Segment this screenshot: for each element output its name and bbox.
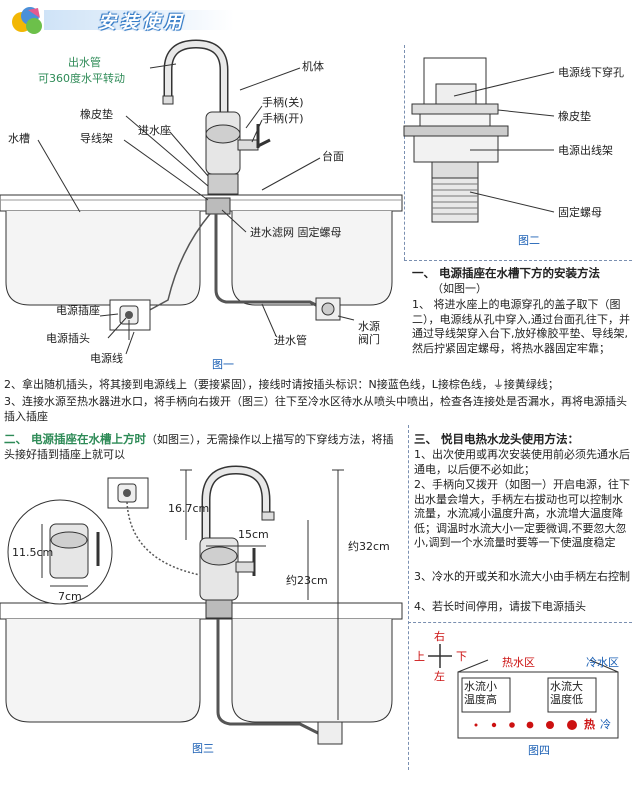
- fig3-dim-d4: 约23cm: [286, 574, 328, 587]
- label-valve: 水源阀门: [358, 320, 380, 346]
- fig3-caption: 图三: [192, 742, 214, 755]
- label-inlet-pipe: 进水管: [274, 334, 307, 347]
- fig4-cold-word: 冷: [600, 718, 611, 731]
- label-inlet-seat: 进水座: [138, 124, 171, 137]
- label-gasket: 橡皮垫: [80, 108, 113, 121]
- divider-fig2: [404, 45, 405, 260]
- section1-subtitle: （如图一）: [432, 282, 487, 295]
- label-handle-off: 手柄(关): [262, 96, 304, 109]
- fig2-label-hole: 电源线下穿孔: [558, 66, 624, 79]
- section2-text: 二、 电源插座在水槽上方时（如图三），无需操作以上描写的下穿线方法，将插头接好插…: [4, 432, 402, 462]
- section3-item-2: 2、手柄向又拨开（如图一）开启电源，往下出水量会增大，手柄左右拔动也可以控制水流…: [414, 478, 630, 549]
- fig4-dir-down: 左: [434, 670, 445, 683]
- label-wire-rack: 导线架: [80, 132, 113, 145]
- fig4-left-box: 水流小 温度高: [464, 680, 497, 706]
- fig4-hot-word: 热: [584, 718, 595, 731]
- step-2: 2、拿出随机插头，将其接到电源线上（要接紧固），接线时请按插头标识：N接蓝色线，…: [4, 378, 559, 391]
- header-band: [44, 10, 234, 30]
- divider-fig2-bottom: [404, 260, 632, 261]
- section3-item-4: 4、若长时间停用，请拔下电源插头: [414, 600, 586, 613]
- label-rotate: 可360度水平转动: [38, 72, 125, 85]
- fig4-dots: [472, 718, 592, 732]
- divider-section3: [408, 425, 409, 770]
- fig4-cold: 冷水区: [586, 656, 619, 669]
- divider-fig4-top: [408, 622, 632, 623]
- fig4-hot: 热水区: [502, 656, 535, 669]
- label-plug: 电源插头: [46, 332, 90, 345]
- label-socket: 电源插座: [56, 304, 100, 317]
- label-handle-on: 手柄(开): [262, 112, 304, 125]
- logo-icon: [12, 7, 42, 34]
- fig3-dim-d5: 11.5cm: [12, 546, 54, 559]
- section3-title: 三、 悦目电热水龙头使用方法：: [414, 432, 580, 446]
- label-filter-nut: 进水滤网 固定螺母: [250, 226, 342, 239]
- fig4-dir-left: 上: [414, 650, 425, 663]
- label-body: 机体: [302, 60, 324, 73]
- header-bar: 安装使用: [8, 4, 238, 34]
- label-cord: 电源线: [90, 352, 123, 365]
- label-sink: 水槽: [8, 132, 30, 145]
- section1-body: 1、 将进水座上的电源穿孔的盖子取下（图二），电源线从孔中穿入,通过台面孔往下，…: [412, 298, 630, 355]
- section2-title-rest: （如图三），无需操作以上描写的下穿线方法，将插头接好插到插座上就可以: [4, 433, 394, 461]
- step-3: 3、连接水源至热水器进水口，将手柄向右拨开（图三）往下至冷水区待水从喷头中喷出，…: [4, 395, 627, 423]
- fig1-caption: 图一: [212, 358, 234, 371]
- fig3-dim-d2: 15cm: [238, 528, 269, 541]
- section2-title: 二、 电源插座在水槽上方时: [4, 432, 147, 446]
- section3-item-3: 3、冷水的开或关和水流大小由手柄左右控制: [414, 570, 630, 583]
- fig3-dim-d3: 约32cm: [348, 540, 390, 553]
- fig4-caption: 图四: [528, 744, 550, 757]
- fig2-label-gasket: 橡皮垫: [558, 110, 591, 123]
- label-outlet-pipe: 出水管: [68, 56, 101, 69]
- fig2-caption: 图二: [518, 234, 540, 247]
- fig4-dir-up: 右: [434, 630, 445, 643]
- section1-title: 一、 电源插座在水槽下方的安装方法: [412, 266, 601, 280]
- fig2-label-rack: 电源出线架: [558, 144, 613, 157]
- fig3-dim-d1: 16.7cm: [168, 502, 210, 515]
- fig4-dir-right: 下: [456, 650, 467, 663]
- fig2-label-nut: 固定螺母: [558, 206, 602, 219]
- label-countertop: 台面: [322, 150, 344, 163]
- section3-item-1: 1、出次使用或再次安装使用前必须先通水后通电，以后便不必如此；: [414, 448, 630, 476]
- fig4-right-box: 水流大 温度低: [550, 680, 583, 706]
- page-title: 安装使用: [98, 12, 186, 33]
- fig3-dim-d6: 7cm: [58, 590, 82, 603]
